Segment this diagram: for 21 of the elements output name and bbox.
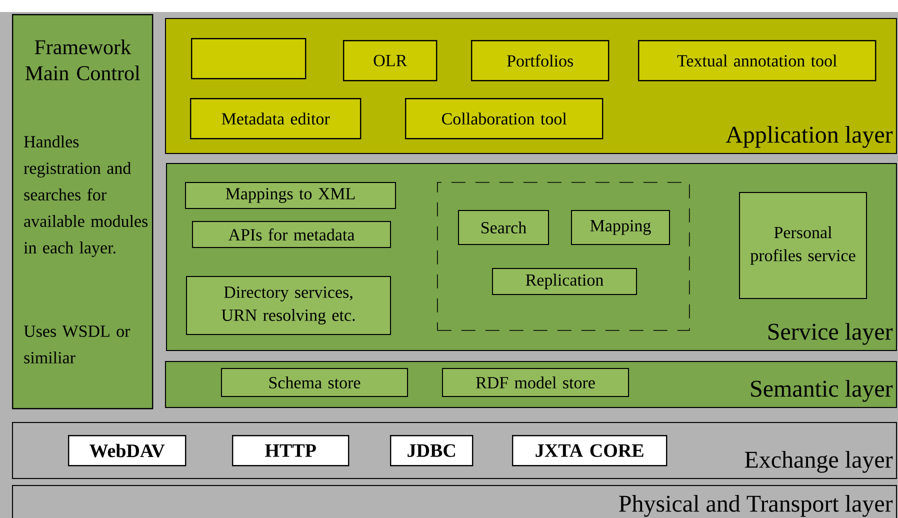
module-box: Mapping	[571, 210, 670, 245]
layer-band: Physical and Transport layer	[12, 485, 897, 518]
module-box: Schema store	[221, 368, 408, 397]
protocol-box: JDBC	[390, 434, 474, 466]
module-box: Directory services, URN resolving etc.	[186, 276, 391, 335]
module-box: Portfolios	[471, 40, 610, 82]
module-box: APIs for metadata	[192, 221, 391, 248]
protocol-box: JXTA CORE	[512, 434, 668, 466]
module-box	[191, 38, 306, 80]
protocol-box: HTTP	[232, 434, 350, 466]
module-box: OLR	[343, 40, 438, 82]
protocol-box: WebDAV	[68, 434, 186, 466]
module-box: Textual annotation tool	[638, 40, 876, 82]
module-box: Replication	[492, 268, 637, 295]
module-box: Collaboration tool	[405, 98, 604, 140]
module-box: RDF model store	[442, 368, 629, 397]
module-box: Mappings to XML	[185, 182, 396, 209]
module-box: Metadata editor	[190, 98, 362, 140]
module-box: Search	[458, 210, 549, 245]
module-box: Personal profiles service	[739, 192, 867, 299]
framework-panel: Framework Main Control Handles registration and searches for available modules in each layer. Uses WSDL or similiar	[12, 14, 154, 410]
